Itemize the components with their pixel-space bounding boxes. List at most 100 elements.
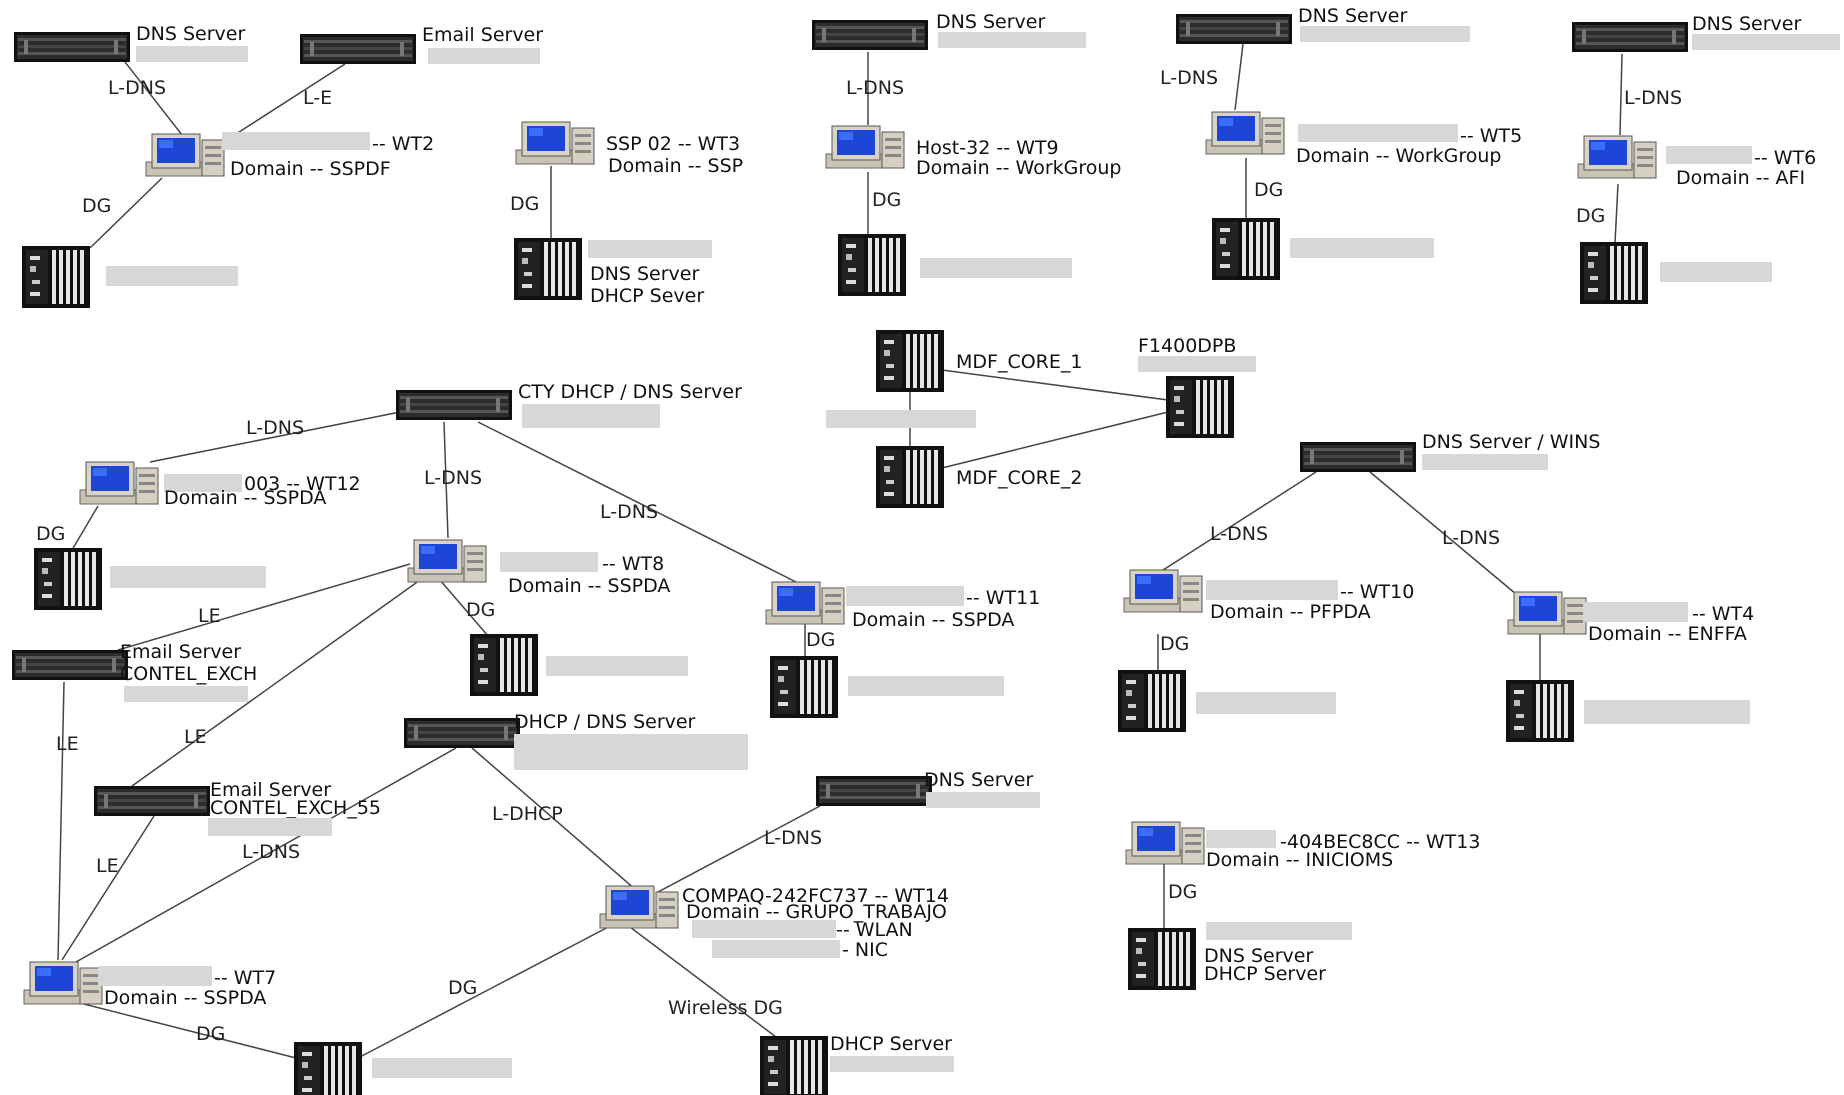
server-dg-wt5[interactable] (1212, 218, 1434, 280)
edge-wt14-dg (357, 923, 615, 1059)
edge-label: L-DHCP (492, 803, 563, 825)
server-dg-wt8[interactable] (470, 634, 688, 696)
email-server-contel-exch-55[interactable]: Email Server CONTEL_EXCH_55 (94, 779, 381, 836)
workstation-wt6[interactable]: -- WT6 Domain -- AFI (1577, 135, 1816, 189)
redacted-field (1206, 580, 1338, 600)
edge-label: DG (872, 189, 901, 211)
node-label: Domain -- SSPDF (230, 158, 391, 180)
edge-label: DG (1160, 633, 1189, 655)
redacted-field (1660, 262, 1772, 282)
node-label: CONTEL_EXCH_55 (210, 797, 381, 819)
dns-server-wt14[interactable]: DNS Server (816, 769, 1040, 808)
redacted-field (1206, 830, 1276, 848)
workstation-wt12[interactable]: 003 -- WT12 Domain -- SSPDA (79, 461, 361, 509)
dns-server-node[interactable]: DNS Server (14, 23, 248, 62)
node-label: DNS Server (590, 263, 699, 285)
node-label: -- WT7 (214, 967, 276, 989)
tower-server-icon (1212, 218, 1280, 280)
redacted-field (692, 920, 836, 938)
server-dg-wt4[interactable] (1506, 680, 1750, 742)
node-label: Domain -- ENFFA (1588, 623, 1747, 645)
tower-server-icon (294, 1042, 362, 1095)
dhcp-dns-server[interactable]: DHCP / DNS Server (404, 711, 748, 770)
node-label: F1400DPB (1138, 335, 1236, 357)
rack-server-icon (300, 34, 416, 64)
server-dg-wt12[interactable] (34, 548, 266, 610)
workstation-wt10[interactable]: -- WT10 Domain -- PFPDA (1123, 569, 1414, 623)
edge-wt8-cty (443, 421, 449, 539)
node-label: MDF_CORE_1 (956, 351, 1082, 373)
dns-server-wt5[interactable]: DNS Server (1176, 5, 1470, 44)
workstation-icon (599, 885, 679, 929)
server-dg-wt3[interactable]: DNS Server DHCP Sever (514, 238, 712, 307)
workstation-wt5[interactable]: -- WT5 Domain -- WorkGroup (1205, 111, 1522, 167)
node-label: -- WLAN (836, 919, 913, 941)
workstation-icon (765, 581, 845, 625)
firewall-f1400dpb[interactable]: F1400DPB (1138, 335, 1256, 438)
tower-server-icon (838, 234, 906, 296)
mdf-core-1[interactable]: MDF_CORE_1 (826, 330, 1082, 428)
workstation-icon (1577, 135, 1657, 179)
server-dg-wt10[interactable] (1118, 670, 1336, 732)
node-label: Host-32 -- WT9 (916, 137, 1059, 159)
workstation-icon (79, 461, 159, 505)
node-label: Domain -- WorkGroup (916, 157, 1121, 179)
server-dg-wt9[interactable] (838, 234, 1072, 296)
workstation-wt11[interactable]: -- WT11 Domain -- SSPDA (765, 581, 1040, 631)
mdf-core-2[interactable]: MDF_CORE_2 (876, 446, 1082, 508)
node-label: DHCP Server (1204, 963, 1326, 985)
node-label: DHCP Server (830, 1033, 952, 1055)
redacted-field (164, 474, 242, 492)
edge-label: L-DNS (242, 841, 300, 863)
server-dg-wt6[interactable] (1580, 242, 1772, 304)
node-label: Domain -- SSPDA (164, 487, 326, 509)
workstation-wt9[interactable]: Host-32 -- WT9 Domain -- WorkGroup (825, 125, 1121, 179)
workstation-wt13[interactable]: -404BEC8CC -- WT13 Domain -- INICIOMS (1125, 821, 1480, 871)
dhcp-server[interactable]: DHCP Server (760, 1033, 954, 1095)
node-label: -- WT8 (602, 553, 664, 575)
edge-label: DG (1168, 881, 1197, 903)
redacted-field (1584, 700, 1750, 724)
dns-wins-server[interactable]: DNS Server / WINS (1300, 431, 1600, 472)
server-dg-wt13[interactable]: DNS Server DHCP Server (1128, 922, 1352, 990)
email-server-contel-exch[interactable]: Email Server CONTEL_EXCH (12, 641, 257, 702)
tower-server-icon (22, 246, 90, 308)
dns-server-wt9[interactable]: DNS Server (812, 11, 1086, 50)
workstation-icon (145, 133, 225, 177)
tower-server-icon (760, 1036, 828, 1095)
redacted-field (846, 586, 964, 606)
node-label: DNS Server (1298, 5, 1407, 27)
node-label: -- WT11 (966, 587, 1040, 609)
node-label: Domain -- GRUPO_TRABAJO (686, 901, 947, 923)
redacted-field (588, 240, 712, 258)
node-label: Domain -- SSP (608, 155, 743, 177)
edge-label: L-DNS (1210, 523, 1268, 545)
server-dg-wt11[interactable] (770, 656, 1004, 718)
workstation-wt8[interactable]: -- WT8 Domain -- SSPDA (407, 539, 670, 597)
server-dg-wt7[interactable] (294, 1042, 512, 1095)
redacted-field (848, 676, 1004, 696)
workstation-wt4[interactable]: -- WT4 Domain -- ENFFA (1507, 591, 1754, 645)
tower-server-icon (1128, 928, 1196, 990)
workstation-wt2[interactable]: -- WT2 Domain -- SSPDF (145, 132, 434, 180)
redacted-field (1300, 26, 1470, 42)
edge-wt2-dg (89, 177, 163, 249)
edge-label: L-DNS (108, 77, 166, 99)
node-label: DNS Server (136, 23, 245, 45)
cty-dhcp-dns-server[interactable]: CTY DHCP / DNS Server (396, 381, 742, 428)
workstation-icon (23, 961, 103, 1005)
workstation-wt3[interactable]: SSP 02 -- WT3 Domain -- SSP (515, 121, 743, 177)
server-dg-wt2[interactable] (22, 246, 238, 308)
node-label: DHCP / DNS Server (514, 711, 696, 733)
workstation-wt7[interactable]: -- WT7 Domain -- SSPDA (23, 961, 276, 1009)
node-label: CONTEL_EXCH (120, 663, 257, 685)
edge-wt12-cty (149, 411, 401, 463)
redacted-field (98, 966, 212, 986)
node-label: Domain -- PFPDA (1210, 601, 1371, 623)
node-label: - NIC (842, 939, 888, 961)
dns-server-wt6[interactable]: DNS Server (1572, 13, 1840, 52)
email-server-node[interactable]: Email Server (300, 24, 543, 64)
workstation-icon (1205, 111, 1285, 155)
workstation-wt14[interactable]: COMPAQ-242FC737 -- WT14 Domain -- GRUPO_… (599, 885, 949, 961)
tower-server-icon (1580, 242, 1648, 304)
